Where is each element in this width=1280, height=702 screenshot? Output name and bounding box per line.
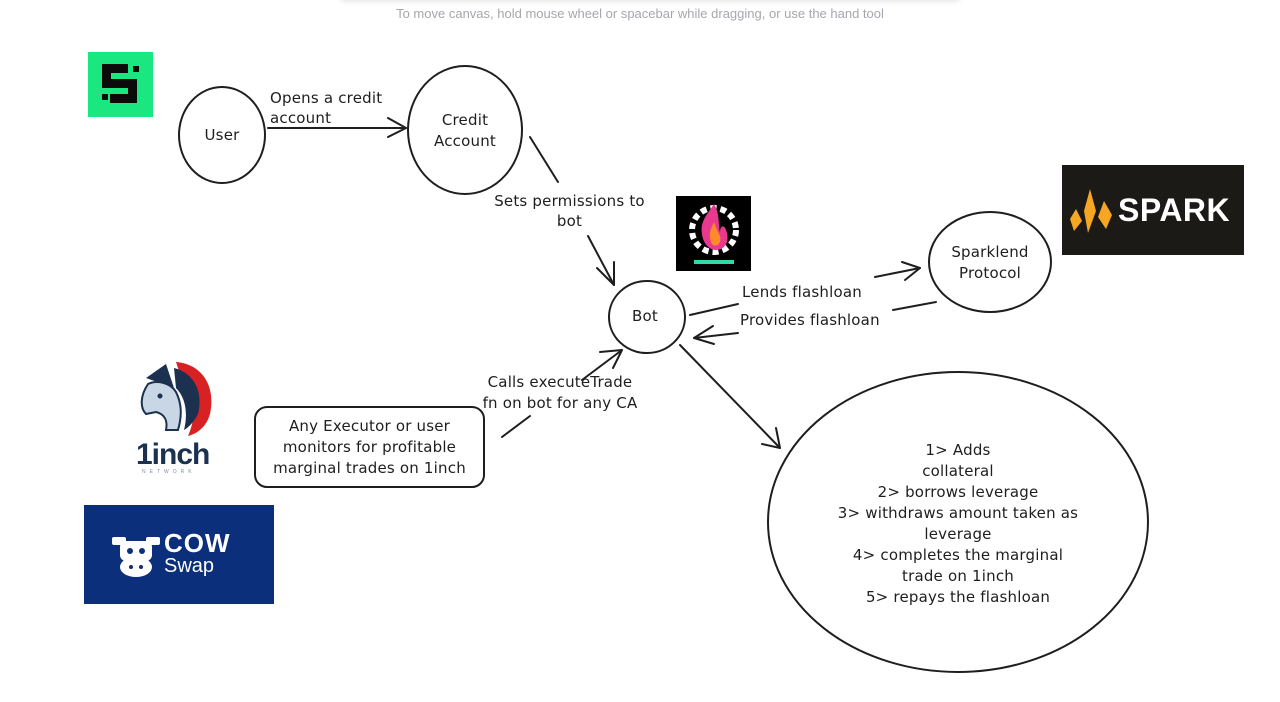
- sparklend-label-line2: Protocol: [958, 264, 1022, 282]
- step-line-8: 5> repays the flashloan: [865, 588, 1051, 606]
- edge-label-sets-permissions-1: Sets permissions to: [494, 192, 645, 210]
- step-line-4: 3> withdraws amount taken as: [837, 504, 1079, 522]
- sparklend-label-line1: Sparklend: [951, 243, 1029, 261]
- edge-label-opens-credit-2: account: [270, 109, 332, 127]
- bot-node[interactable]: [608, 280, 686, 354]
- arrow-credit-to-bot[interactable]: [529, 136, 615, 286]
- edge-label-calls-execute-2: fn on bot for any CA: [482, 394, 638, 412]
- executor-text-3: marginal trades on 1inch: [273, 459, 466, 477]
- cow-wordmark: COW: [164, 528, 231, 558]
- gearbox-logo[interactable]: [88, 52, 153, 117]
- spark-wordmark: SPARK: [1118, 191, 1231, 228]
- step-line-5: leverage: [924, 525, 992, 543]
- step-line-2: collateral: [922, 462, 994, 480]
- arrow-lends-flashloan[interactable]: [689, 261, 921, 316]
- user-node[interactable]: [178, 86, 266, 184]
- sparklend-node[interactable]: [928, 211, 1052, 313]
- step-line-7: trade on 1inch: [902, 567, 1014, 585]
- oneinch-network-text: NETWORK: [142, 469, 196, 475]
- user-label: User: [204, 126, 240, 144]
- credit-account-node[interactable]: [407, 65, 523, 195]
- cow-head-icon: [112, 537, 160, 577]
- bot-project-logo[interactable]: [676, 196, 751, 271]
- executor-text-1: Any Executor or user: [288, 417, 451, 435]
- edge-label-calls-execute-1: Calls executeTrade: [487, 373, 633, 391]
- arrow-user-to-credit[interactable]: [267, 117, 407, 138]
- steps-node[interactable]: [767, 371, 1149, 673]
- oneinch-logo[interactable]: 1inch NETWORK: [126, 358, 216, 476]
- gearbox-icon: [102, 64, 139, 103]
- arrow-provides-flashloan[interactable]: [693, 301, 937, 345]
- swap-wordmark: Swap: [164, 555, 215, 577]
- edge-label-opens-credit-1: Opens a credit: [270, 89, 383, 107]
- spark-logo[interactable]: SPARK: [1062, 165, 1244, 255]
- edge-label-sets-permissions-2: bot: [556, 212, 583, 230]
- bot-label: Bot: [632, 307, 658, 325]
- arrow-executor-to-bot[interactable]: [501, 349, 623, 438]
- edge-label-provides-flashloan: Provides flashloan: [740, 311, 880, 329]
- step-line-1: 1> Adds: [925, 441, 991, 459]
- spark-flame-icon: [1070, 189, 1112, 233]
- step-line-6: 4> completes the marginal: [852, 546, 1064, 564]
- cowswap-logo[interactable]: COW Swap: [84, 505, 274, 604]
- fire-gear-icon: [689, 204, 739, 264]
- edge-label-lends-flashloan: Lends flashloan: [742, 283, 862, 301]
- canvas-hint: To move canvas, hold mouse wheel or spac…: [396, 6, 884, 21]
- step-line-3: 2> borrows leverage: [877, 483, 1039, 501]
- arrow-bot-to-steps[interactable]: [679, 344, 781, 449]
- oneinch-wordmark: 1inch: [136, 438, 210, 471]
- executor-box[interactable]: [254, 406, 485, 488]
- credit-account-label-line1: Credit: [441, 111, 489, 129]
- credit-account-label-line2: Account: [434, 132, 496, 150]
- unicorn-icon: [140, 362, 212, 436]
- executor-text-2: monitors for profitable: [282, 438, 457, 456]
